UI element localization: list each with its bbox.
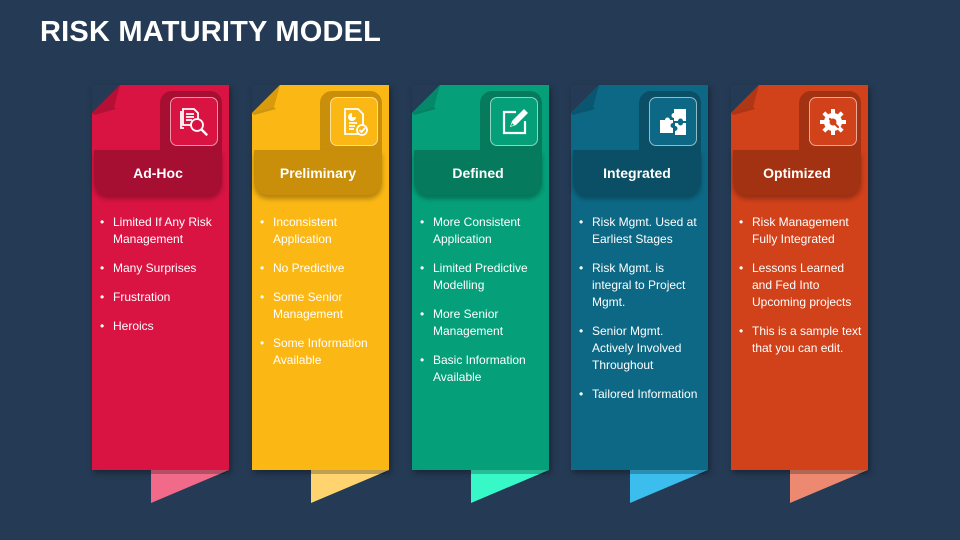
ribbon-tail-shadow: [471, 470, 549, 474]
list-item: Basic Information Available: [420, 352, 546, 386]
list-item: More Consistent Application: [420, 214, 546, 248]
stage-header: Defined: [414, 150, 542, 195]
ribbon-tail-shadow: [311, 470, 389, 474]
list-item: Limited If Any Risk Management: [100, 214, 226, 248]
list-item: Tailored Information: [579, 386, 705, 403]
ribbon-tail: [790, 470, 868, 503]
stage-header: Preliminary: [254, 150, 382, 195]
fold-shadow: [731, 107, 755, 115]
list-item: Risk Management Fully Integrated: [739, 214, 865, 248]
list-item: Frustration: [100, 289, 226, 306]
stage-header: Optimized: [733, 150, 861, 195]
report-check-icon: [330, 97, 378, 146]
list-item: Inconsistent Application: [260, 214, 386, 248]
list-item: Lessons Learned and Fed Into Upcoming pr…: [739, 260, 865, 311]
list-item: No Predictive: [260, 260, 386, 277]
puzzle-icon: [649, 97, 697, 146]
ribbon-tail-shadow: [151, 470, 229, 474]
edit-icon: [490, 97, 538, 146]
ribbon-tail-shadow: [630, 470, 708, 474]
list-item: Some Senior Management: [260, 289, 386, 323]
ribbon-tail: [311, 470, 389, 503]
bullet-list: Risk Mgmt. Used at Earliest Stages Risk …: [579, 214, 705, 415]
stage-header: Ad-Hoc: [94, 150, 222, 195]
list-item: Senior Mgmt. Actively Involved Throughou…: [579, 323, 705, 374]
gear-wrench-icon: [809, 97, 857, 146]
bullet-list: More Consistent Application Limited Pred…: [420, 214, 546, 398]
fold-shadow: [92, 107, 116, 115]
bullet-list: Limited If Any Risk Management Many Surp…: [100, 214, 226, 347]
list-item: Limited Predictive Modelling: [420, 260, 546, 294]
ribbon-tail: [630, 470, 708, 503]
list-item: More Senior Management: [420, 306, 546, 340]
stage-card-optimized: Optimized Risk Management Fully Integrat…: [731, 85, 868, 470]
list-item: Heroics: [100, 318, 226, 335]
stage-card-defined: Defined More Consistent Application Limi…: [412, 85, 549, 470]
list-item: Risk Mgmt. is integral to Project Mgmt.: [579, 260, 705, 311]
ribbon-tail-shadow: [790, 470, 868, 474]
page-title: RISK MATURITY MODEL: [40, 16, 382, 48]
list-item: Some Information Available: [260, 335, 386, 369]
ribbon-tail: [471, 470, 549, 503]
list-item: Many Surprises: [100, 260, 226, 277]
fold-shadow: [252, 107, 276, 115]
stage-card-adhoc: Ad-Hoc Limited If Any Risk Management Ma…: [92, 85, 229, 470]
stage-card-integrated: Integrated Risk Mgmt. Used at Earliest S…: [571, 85, 708, 470]
stage-header: Integrated: [573, 150, 701, 195]
bullet-list: Inconsistent Application No Predictive S…: [260, 214, 386, 381]
list-item: This is a sample text that you can edit.: [739, 323, 865, 357]
bullet-list: Risk Management Fully Integrated Lessons…: [739, 214, 865, 369]
stage-card-preliminary: Preliminary Inconsistent Application No …: [252, 85, 389, 470]
fold-shadow: [571, 107, 595, 115]
fold-shadow: [412, 107, 436, 115]
ribbon-tail: [151, 470, 229, 503]
list-item: Risk Mgmt. Used at Earliest Stages: [579, 214, 705, 248]
document-search-icon: [170, 97, 218, 146]
